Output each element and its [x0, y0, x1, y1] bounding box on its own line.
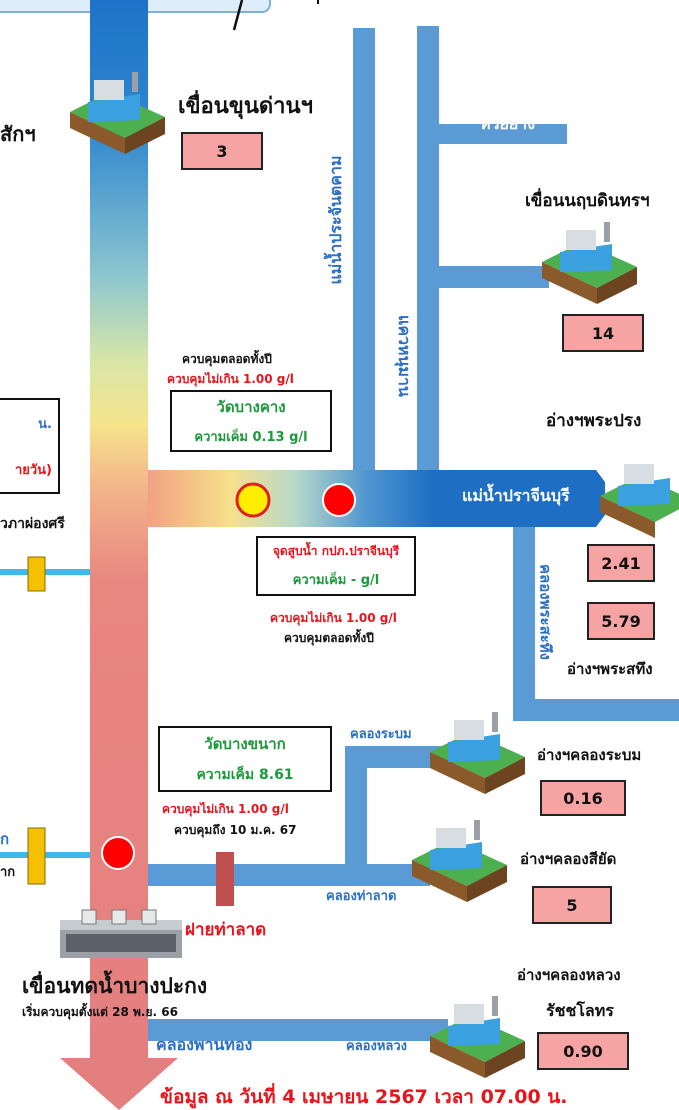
- left-gate-lower: [27, 827, 46, 885]
- left-khlong-label-cut: ก: [0, 830, 10, 848]
- left-dam-label-cut: สักฯ: [0, 122, 36, 146]
- dam-value-phra-sathueng: 5.79: [587, 602, 655, 640]
- wat-bang-khanak-name: วัดบางขนาก: [204, 735, 286, 753]
- label-khwae-hanuman: แควหนุมาน: [395, 315, 414, 397]
- wat-bang-khanak-limit: ควบคุมไม่เกิน 1.00 g/l: [162, 802, 289, 816]
- dam-name-khlong-luang-2: รัชชโลทร: [546, 1001, 614, 1020]
- dam-name-phra-prong: อ่างฯพระปรง: [546, 411, 642, 431]
- dam-name-khlong-si-yat: อ่างฯคลองสียัด: [520, 850, 617, 868]
- label-khlong-phra-sathueng: คลองพระสะทึง: [536, 564, 555, 660]
- dam-name-naruebodin: เขื่อนนฤบดินทรฯ: [525, 191, 650, 211]
- canal-prachantakham: [353, 28, 375, 476]
- dam-value-khlong-si-yat: 5: [532, 886, 612, 924]
- dam-name-khlong-rabom: อ่างฯคลองระบม: [537, 746, 642, 764]
- left-khlong-label-cut-2: าก: [0, 865, 16, 880]
- wat-bang-khanak-note: ควบคุมถึง 10 ม.ค. 67: [174, 823, 297, 837]
- left-info-box: น. ายวัน): [0, 398, 60, 494]
- barrage-icon: [60, 909, 182, 958]
- canal-khlong-tha-lat: [148, 864, 430, 886]
- wat-bang-khanak-salinity: ความเค็ม 8.61: [196, 767, 294, 783]
- marker-wat-bang-khanak: [101, 836, 135, 870]
- label-khlong-tha-lat: คลองท่าลาด: [326, 889, 397, 904]
- label-khwae-so-mong: แควโสมง: [456, 249, 523, 268]
- dam-value-khlong-rabom: 0.16: [540, 780, 626, 816]
- dam-icon-khlong-rabom: [430, 712, 525, 794]
- pumping-point-name: จุดสูบน้ำ กปภ.ปราจีนบุรี: [272, 544, 400, 558]
- footer-date: ข้อมูล ณ วันที่ 4 เมษายน 2567 เวลา 07.00…: [160, 1086, 568, 1108]
- barrage-name: เขื่อนทดน้ำบางปะกง: [22, 974, 208, 998]
- label-prachinburi-river: แม่น้ำปราจีนบุรี: [462, 486, 570, 505]
- label-prachantakham: แม่น้ำประจันตคาม: [326, 155, 345, 285]
- wat-bang-khanak-box: วัดบางขนาก ความเค็ม 8.61: [158, 726, 332, 792]
- label-khlong-rabom: คลองระบม: [350, 727, 412, 742]
- canal-khlong-rabom-h1: [345, 746, 455, 768]
- canal-khlong-rabom-v: [345, 746, 367, 886]
- left-info-line1: น.: [38, 416, 52, 432]
- main-river: [90, 0, 148, 1060]
- canal-khwae-hanuman: [417, 26, 439, 476]
- pumping-point-limit: ควบคุมไม่เกิน 1.00 g/l: [270, 611, 397, 625]
- dam-name-khun-dan: เขื่อนขุนด่านฯ: [178, 94, 313, 119]
- weir-label: ฝายท่าลาด: [185, 920, 267, 940]
- weir-tha-lat: [216, 852, 234, 906]
- dam-value-khlong-luang: 0.90: [537, 1032, 629, 1070]
- label-khlong-luang: คลองหลวง: [346, 1039, 408, 1054]
- marker-wat-bang-khang: [235, 482, 271, 518]
- top-slash: [232, 0, 244, 31]
- river-arrow-head: [60, 1058, 178, 1110]
- marker-pumping-point: [322, 483, 356, 517]
- barrage-note: เริ่มควบคุมตั้งแต่ 28 พ.ย. 66: [22, 1005, 178, 1019]
- canal-khlong-phra-sathueng: [513, 526, 535, 721]
- pumping-point-box: จุดสูบน้ำ กปภ.ปราจีนบุรี ความเค็ม - g/l: [256, 536, 416, 596]
- canal-huai-yang: [439, 124, 567, 144]
- label-huai-yang: ห้วยยาง: [480, 114, 536, 133]
- dam-icon-phra-prong: [600, 464, 679, 538]
- dam-icon-khun-dan: [70, 72, 165, 154]
- dam-icon-naruebodin: [542, 222, 637, 304]
- wat-bang-khang-note: ควบคุมตลอดทั้งปี: [182, 352, 272, 366]
- left-station-label-cut: วภาผ่องศรี: [0, 516, 65, 532]
- wat-bang-khang-name: วัดบางคาง: [216, 398, 286, 417]
- label-khlong-phan-thong: คลองพานทอง: [156, 1035, 253, 1054]
- canal-khlong-phan-thong: [148, 1019, 448, 1041]
- left-gate-upper: [27, 556, 46, 592]
- dam-value-naruebodin: 14: [562, 314, 644, 352]
- wat-bang-khang-salinity: ความเค็ม 0.13 g/l: [194, 429, 308, 445]
- dam-value-phra-prong: 2.41: [587, 544, 655, 582]
- pumping-point-note: ควบคุมตลอดทั้งปี: [284, 631, 374, 645]
- dam-name-khlong-luang: อ่างฯคลองหลวง: [517, 966, 621, 984]
- left-info-line2: ายวัน): [14, 462, 52, 478]
- wat-bang-khang-limit: ควบคุมไม่เกิน 1.00 g/l: [167, 372, 294, 386]
- dam-value-khun-dan: 3: [181, 132, 263, 170]
- canal-khlong-phra-sathueng-bottom: [513, 699, 679, 721]
- canal-khwae-so-mong: [439, 266, 549, 288]
- wat-bang-khang-box: วัดบางคาง ความเค็ม 0.13 g/l: [170, 390, 332, 452]
- pumping-point-salinity: ความเค็ม - g/l: [292, 573, 380, 588]
- dam-icon-khlong-luang: [430, 996, 525, 1078]
- dam-name-phra-sathueng: อ่างฯพระสทึง: [567, 660, 653, 678]
- dam-icon-khlong-si-yat: [412, 820, 507, 902]
